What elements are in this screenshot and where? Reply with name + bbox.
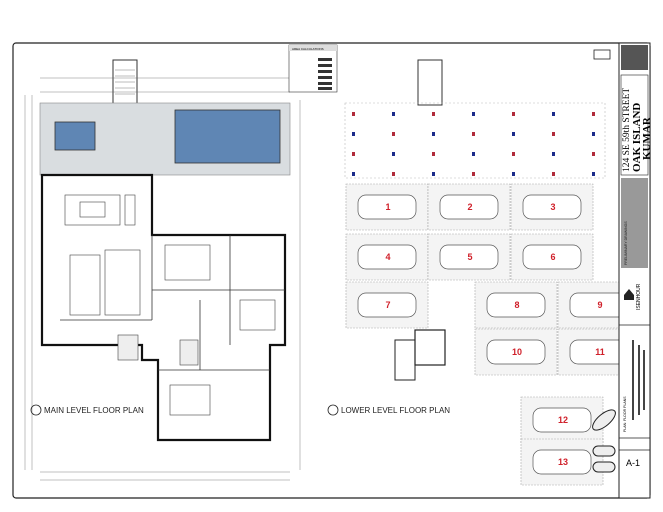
car-icon [357,292,417,318]
car-icon [522,244,582,270]
car-icon [532,407,592,433]
parking-number: 5 [467,252,472,262]
parking-number: 4 [385,252,390,262]
parking-space: 1 [345,183,429,231]
pile [592,152,595,156]
pile [592,132,595,136]
pile [552,172,555,176]
area-table: AREA CALCULATIONS [288,44,338,93]
pile [392,172,395,176]
parking-number: 6 [550,252,555,262]
car-icon [486,292,546,318]
area-table-title: AREA CALCULATIONS [292,47,324,51]
parking-space: 12 [520,396,604,444]
lower-stairs [417,59,443,106]
pile [392,152,395,156]
parking-space: 8 [474,281,558,329]
parking-space: 4 [345,233,429,281]
parking-number: 10 [512,347,522,357]
pile [432,112,435,116]
parking-number: 3 [550,202,555,212]
sheet-title: PLAN: FLOOR PLANS [623,396,627,432]
pile [472,112,475,116]
parking-space: 6 [510,233,594,281]
parking-number: 8 [514,300,519,310]
pile [352,132,355,136]
pile [592,172,595,176]
car-icon [532,449,592,475]
pile [352,152,355,156]
pile [472,132,475,136]
sheet-number: A-1 [626,458,640,468]
pile [432,152,435,156]
town: OAK ISLAND [631,103,643,172]
pile [392,132,395,136]
elevator [414,329,446,366]
parking-space: 2 [427,183,511,231]
pile [472,152,475,156]
title-block: 124 SE 59th STREET OAK ISLAND KUMAR PREL… [592,42,653,499]
piles [352,112,595,176]
pile [432,172,435,176]
lower-level-title: LOWER LEVEL FLOOR PLAN [341,406,450,415]
parking-space: 10 [474,328,558,376]
parking-space: 13 [520,438,604,486]
pile [352,112,355,116]
car-icon [357,244,417,270]
parking-number: 2 [467,202,472,212]
company-logo: ISENHOUR [636,283,642,310]
main-level-plan: MAIN LEVEL FLOOR PLAN [24,59,301,481]
parking-space: 7 [345,281,429,329]
pile [552,152,555,156]
car-icon [439,194,499,220]
pile [392,112,395,116]
pile [512,152,515,156]
client: KUMAR [641,116,653,160]
car-icon [439,244,499,270]
pile [552,132,555,136]
hot-tub [54,121,96,151]
parking-number: 12 [558,415,568,425]
main-level-title: MAIN LEVEL FLOOR PLAN [44,406,144,415]
pile [432,132,435,136]
address: 124 SE 59th STREET [622,88,632,172]
parking-number: 11 [595,347,605,357]
status: PRELIMINARY DRAWINGS [624,221,628,265]
pool [174,109,281,164]
house-outline [40,173,287,442]
company-logo-icon [624,289,634,300]
parking-number: 13 [558,457,568,467]
rear-stairs [112,59,138,106]
car-icon [357,194,417,220]
pile [512,112,515,116]
parking-space: 5 [427,233,511,281]
pile [352,172,355,176]
car-icon [522,194,582,220]
parking-space: 3 [510,183,594,231]
pile [512,172,515,176]
pile [512,132,515,136]
car-icon [486,339,546,365]
pile [552,112,555,116]
parking-number: 1 [385,202,390,212]
pile [592,112,595,116]
parking-number: 7 [385,300,390,310]
pile [472,172,475,176]
parking-number: 9 [597,300,602,310]
